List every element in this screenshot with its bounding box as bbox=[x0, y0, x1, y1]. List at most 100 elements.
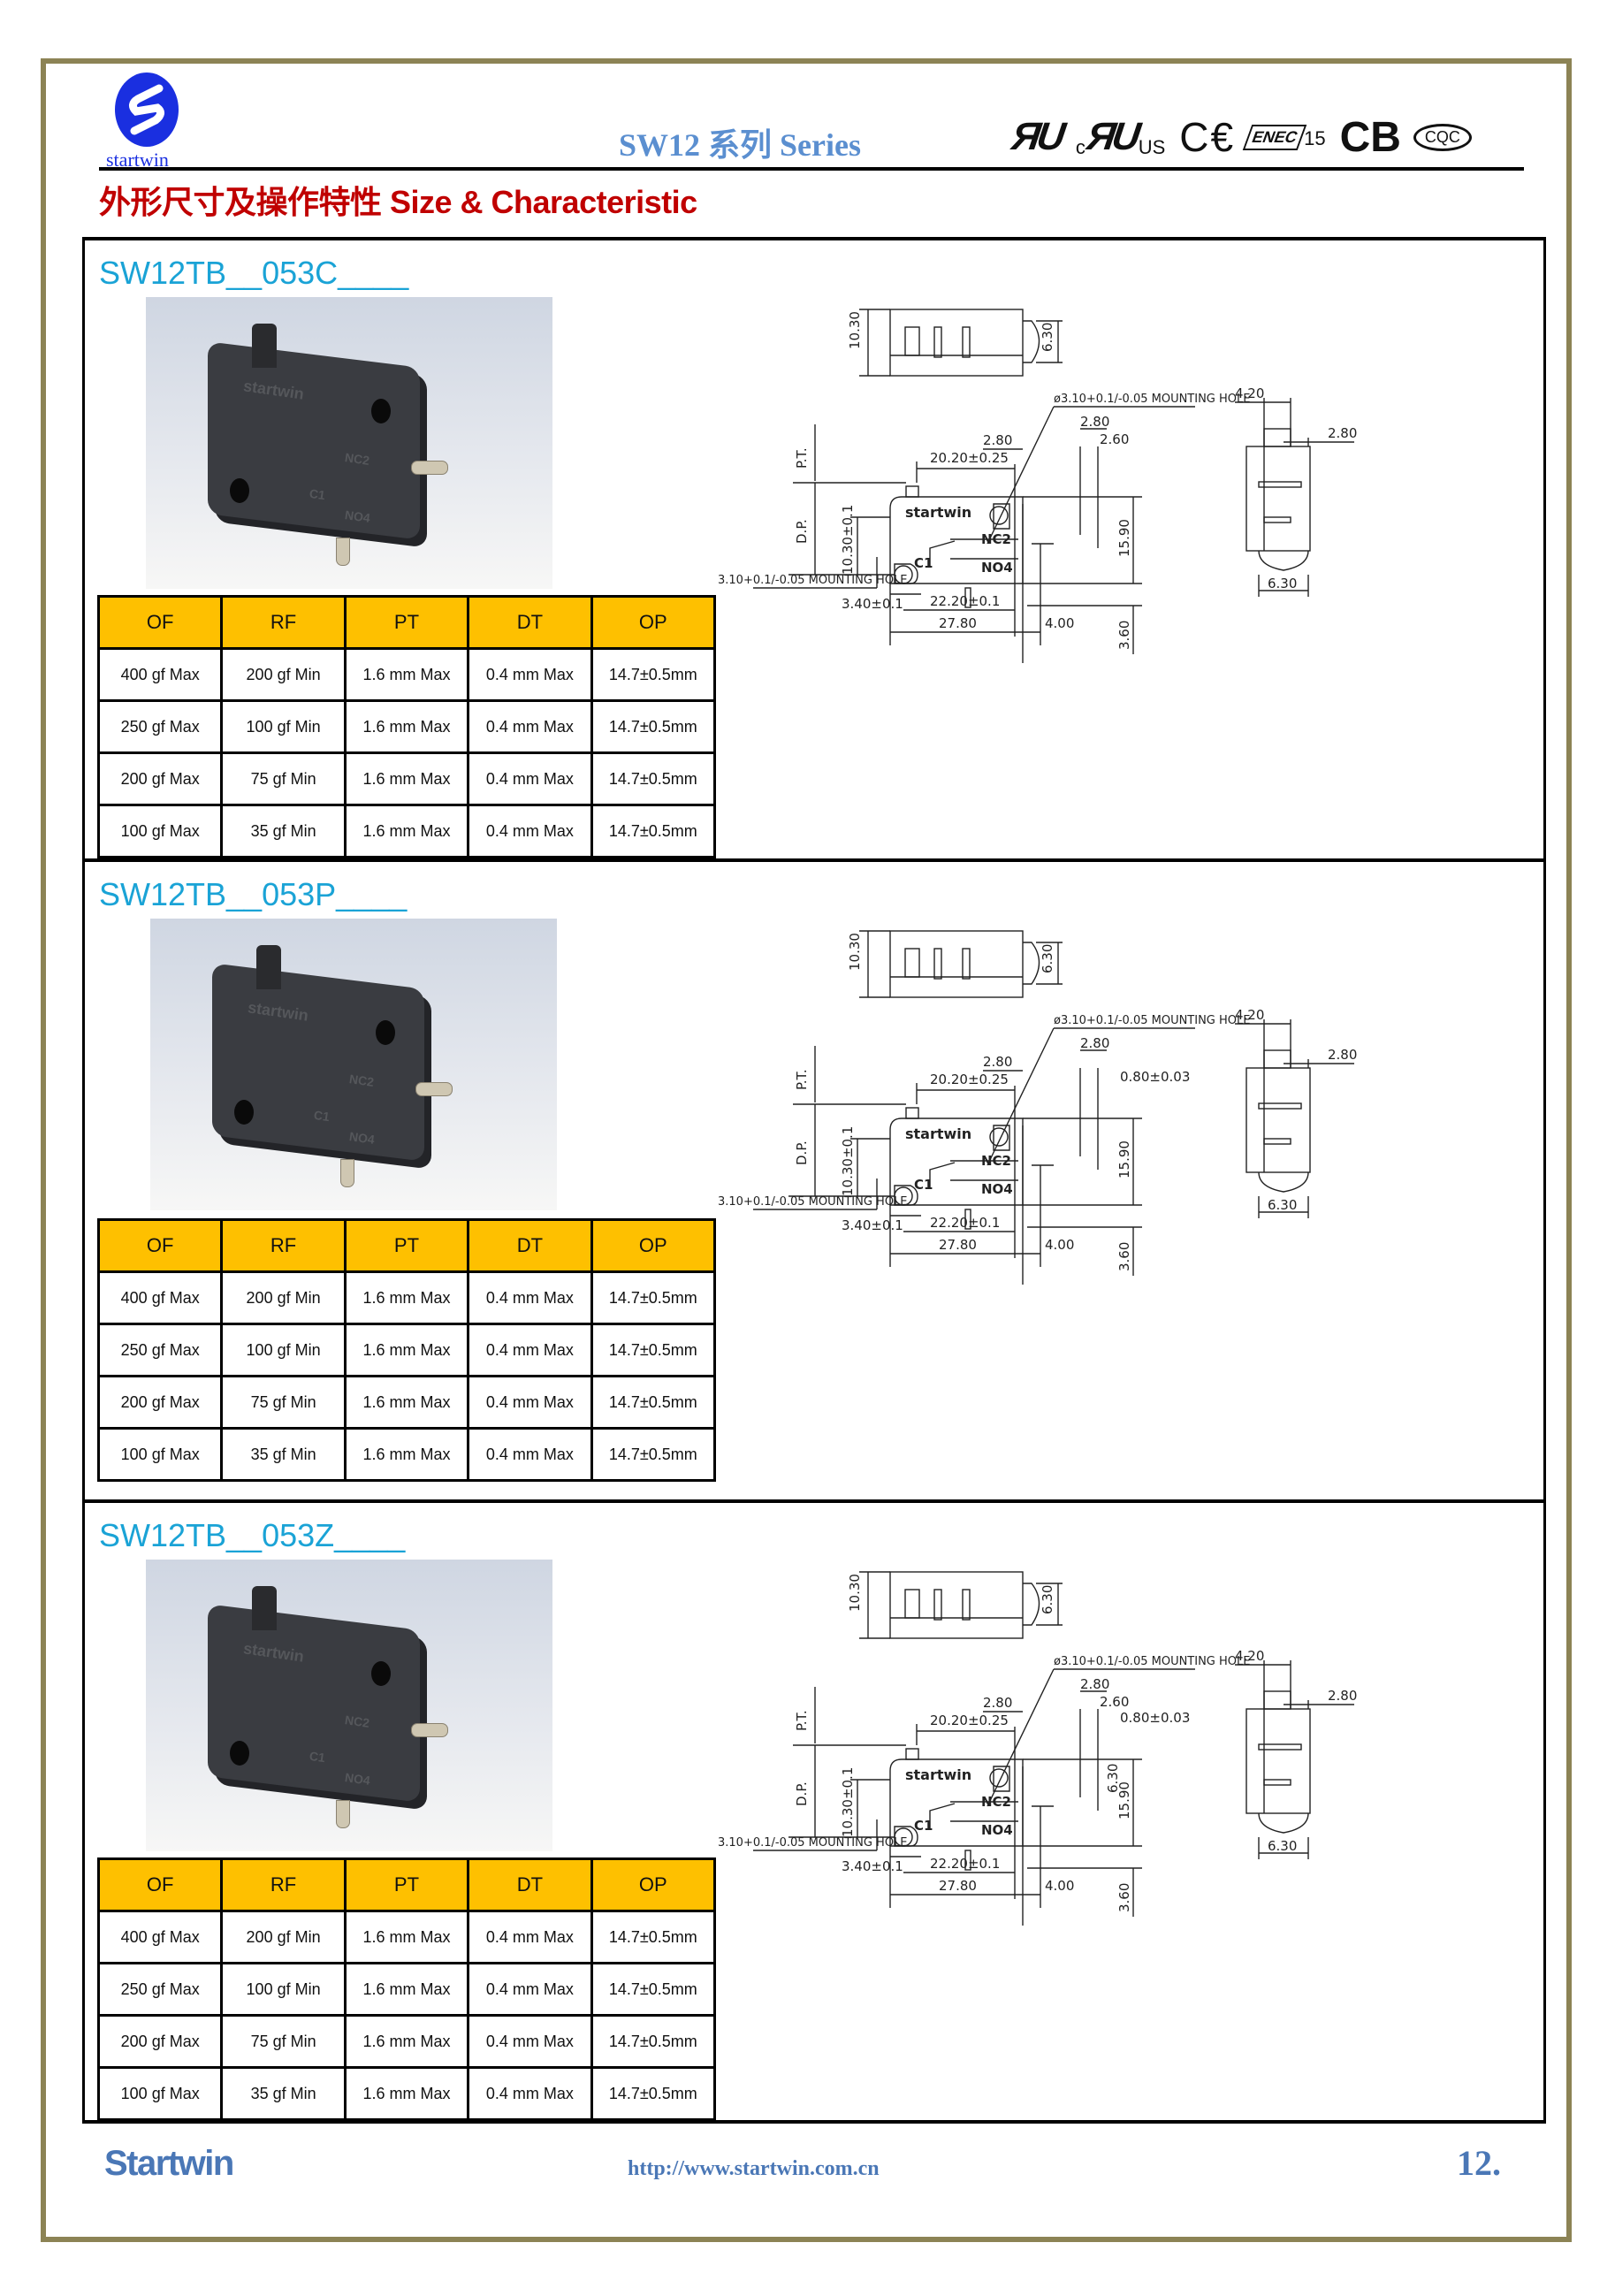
table-cell: 250 gf Max bbox=[96, 699, 224, 754]
top-view-slot bbox=[933, 1589, 942, 1621]
product-photo: startwin NC2 C1 NO4 bbox=[150, 919, 557, 1210]
label-vert: 10.30±0.1 bbox=[840, 1767, 856, 1837]
label-c: C1 bbox=[914, 1177, 933, 1193]
table-cell: 1.6 mm Max bbox=[343, 1427, 470, 1482]
table-cell: 1.6 mm Max bbox=[343, 804, 470, 858]
table-cell: 75 gf Min bbox=[220, 1375, 347, 1430]
footer-url-link[interactable]: http://www.startwin.com.cn bbox=[628, 2157, 880, 2180]
side-view-plunger bbox=[905, 485, 919, 498]
table-cell: 100 gf Min bbox=[220, 699, 347, 754]
column-header-dt: DT bbox=[467, 595, 593, 650]
label-length: 27.80 bbox=[939, 615, 977, 631]
label-c: C1 bbox=[914, 555, 933, 571]
footer-brand: Startwin bbox=[104, 2144, 234, 2183]
end-view-plunger bbox=[1263, 428, 1291, 447]
dimension-drawing-svg: 10.30 6.30 20.20±0.25 ø3.10+0.1/-0.05 MO… bbox=[718, 309, 1357, 663]
top-view-slot bbox=[962, 326, 971, 358]
label-base: 22.20±0.1 bbox=[930, 593, 1000, 609]
label-pitch: 20.20±0.25 bbox=[930, 450, 1009, 466]
end-view-body bbox=[1246, 1067, 1311, 1173]
table-cell: 250 gf Max bbox=[96, 1962, 224, 2017]
label-hole-x: 3.40±0.1 bbox=[842, 596, 903, 612]
top-view-slot bbox=[933, 948, 942, 980]
product-photo: startwin NC2 C1 NO4 bbox=[146, 297, 552, 589]
mounting-hole bbox=[230, 1741, 249, 1766]
top-view-actuator bbox=[1023, 1583, 1040, 1626]
table-cell: 250 gf Max bbox=[96, 1323, 224, 1377]
photo-label-c: C1 bbox=[312, 1107, 331, 1125]
end-view-slot bbox=[1258, 481, 1302, 488]
table-cell: 0.4 mm Max bbox=[467, 699, 593, 754]
table-cell: 14.7±0.5mm bbox=[590, 1323, 717, 1377]
column-header-pt: PT bbox=[343, 595, 470, 650]
label-side-t: 2.80 bbox=[1328, 425, 1357, 441]
mounting-hole bbox=[371, 1661, 391, 1686]
table-cell: 75 gf Min bbox=[220, 751, 347, 806]
label-side-w: 4.20 bbox=[1235, 385, 1264, 401]
switch-plunger bbox=[252, 324, 277, 368]
dimension-drawing: 10.30 6.30 20.20±0.25 ø3.10+0.1/-0.05 MO… bbox=[718, 913, 1584, 1293]
label-brand: startwin bbox=[905, 1125, 971, 1142]
top-view-slot bbox=[962, 1589, 971, 1621]
column-header-dt: DT bbox=[467, 1857, 593, 1912]
cb-mark-icon: CB bbox=[1339, 113, 1401, 161]
label-side-b: 6.30 bbox=[1268, 1197, 1297, 1213]
terminal-tab bbox=[411, 1723, 448, 1737]
dimension-drawing-svg: 10.30 6.30 20.20±0.25 ø3.10+0.1/-0.05 MO… bbox=[718, 1571, 1357, 1926]
table-cell: 1.6 mm Max bbox=[343, 2014, 470, 2069]
label-tab: 4.00 bbox=[1045, 1237, 1074, 1253]
column-header-op: OP bbox=[590, 1218, 717, 1273]
column-header-of: OF bbox=[96, 595, 224, 650]
column-header-of: OF bbox=[96, 1218, 224, 1273]
label-dp: D.P. bbox=[794, 1140, 810, 1165]
table-cell: 0.4 mm Max bbox=[467, 1910, 593, 1964]
column-header-of: OF bbox=[96, 1857, 224, 1912]
label-dim-b: 2.80 bbox=[1080, 1676, 1109, 1692]
table-cell: 35 gf Min bbox=[220, 804, 347, 858]
label-top-height: 10.30 bbox=[847, 311, 863, 349]
label-side-w: 4.20 bbox=[1235, 1007, 1264, 1023]
end-view-slot bbox=[1263, 1138, 1291, 1145]
label-dim-c: 2.60 bbox=[1100, 1694, 1129, 1710]
label-top-actuator: 6.30 bbox=[1040, 944, 1055, 973]
label-pin: 3.60 bbox=[1116, 621, 1132, 650]
label-mount-hole-left: 3.10+0.1/-0.05 MOUNTING HOLE bbox=[718, 1195, 908, 1209]
label-mount-hole-right: ø3.10+0.1/-0.05 MOUNTING HOLE bbox=[1054, 1655, 1250, 1668]
table-cell: 14.7±0.5mm bbox=[590, 1270, 717, 1325]
label-height: 15.90 bbox=[1116, 519, 1132, 557]
table-cell: 0.4 mm Max bbox=[467, 1375, 593, 1430]
label-base: 22.20±0.1 bbox=[930, 1856, 1000, 1872]
common-lever bbox=[929, 1803, 956, 1828]
end-view-body bbox=[1246, 1708, 1311, 1814]
dimension-drawing-svg: 10.30 6.30 20.20±0.25 ø3.10+0.1/-0.05 MO… bbox=[718, 930, 1357, 1285]
terminal-pin bbox=[340, 1159, 354, 1187]
label-length: 27.80 bbox=[939, 1878, 977, 1894]
side-view-plunger bbox=[905, 1107, 919, 1119]
label-top-actuator: 6.30 bbox=[1040, 323, 1055, 352]
common-lever bbox=[929, 1162, 956, 1187]
top-view-actuator bbox=[1023, 942, 1040, 985]
mounting-hole bbox=[371, 399, 391, 423]
switch-body bbox=[212, 963, 424, 1162]
top-view-slot bbox=[904, 1589, 920, 1619]
table-cell: 100 gf Min bbox=[220, 1323, 347, 1377]
label-tab: 4.00 bbox=[1045, 615, 1074, 631]
label-pt: P.T. bbox=[794, 1069, 810, 1090]
table-cell: 0.4 mm Max bbox=[467, 1270, 593, 1325]
table-cell: 14.7±0.5mm bbox=[590, 699, 717, 754]
table-cell: 200 gf Max bbox=[96, 751, 224, 806]
top-view-actuator bbox=[1023, 320, 1040, 363]
column-header-op: OP bbox=[590, 1857, 717, 1912]
label-pin: 3.60 bbox=[1116, 1883, 1132, 1912]
table-cell: 200 gf Min bbox=[220, 1270, 347, 1325]
label-hole-x: 3.40±0.1 bbox=[842, 1858, 903, 1874]
column-header-pt: PT bbox=[343, 1218, 470, 1273]
end-view-slot bbox=[1263, 1779, 1291, 1786]
